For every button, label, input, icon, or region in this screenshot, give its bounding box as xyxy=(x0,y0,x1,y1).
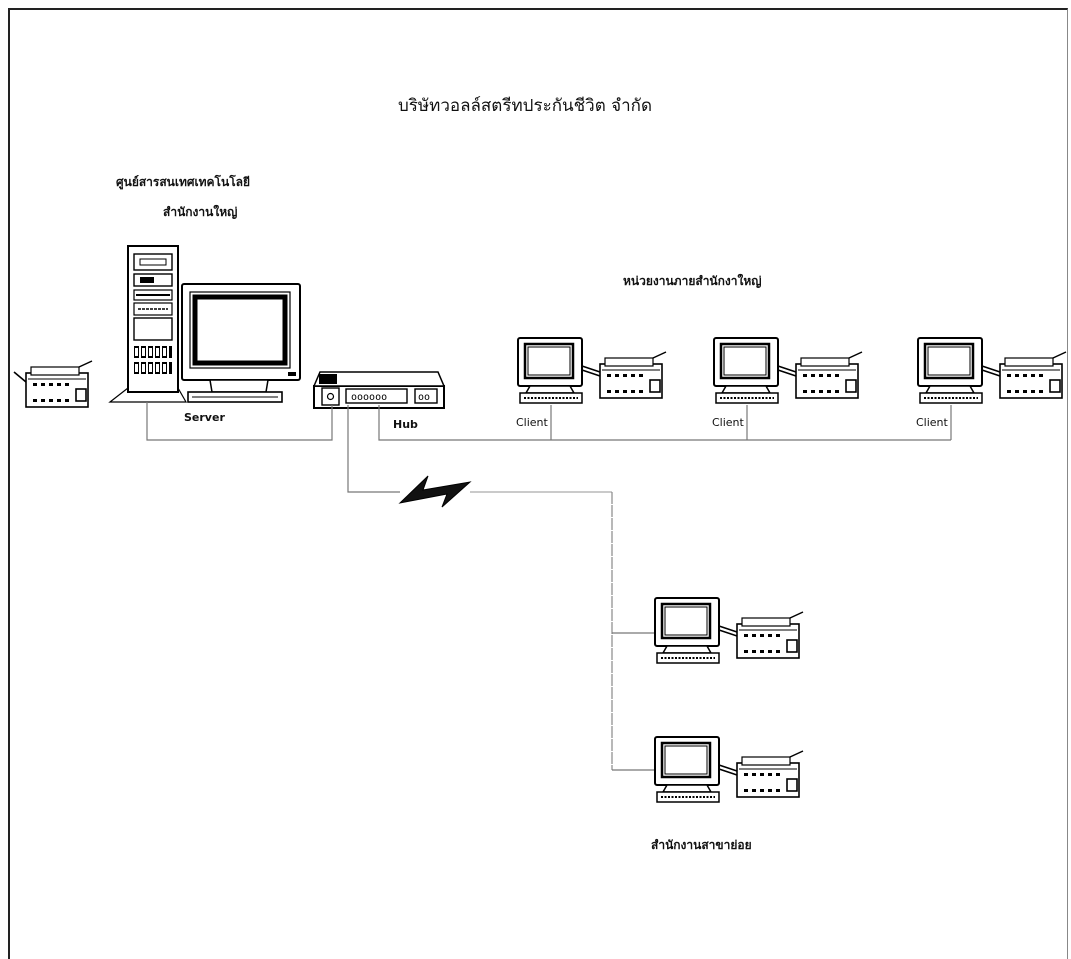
server-monitor xyxy=(182,284,300,402)
client-label-3: Client xyxy=(916,416,948,429)
hq-printer xyxy=(14,361,92,407)
hq-office-label: สำนักงานใหญ่ xyxy=(163,203,237,222)
company-title: บริษัทวอลล์สตรีทประกันชีวิต จำกัด xyxy=(398,92,652,119)
client-station-2 xyxy=(714,338,862,403)
client-station-3 xyxy=(918,338,1066,403)
hq-dept-label: ศูนย์สารสนเทศเทคโนโลยี xyxy=(116,173,250,192)
hub-label: Hub xyxy=(393,418,418,431)
server-tower xyxy=(110,246,186,402)
client-label-2: Client xyxy=(712,416,744,429)
branch-station-2 xyxy=(655,737,803,802)
server-label: Server xyxy=(184,411,225,424)
branch-station-1 xyxy=(655,598,803,663)
client-station-1 xyxy=(518,338,666,403)
hub-uplink-ports: oo xyxy=(418,392,430,403)
branch-office-label: สำนักงานสาขาย่อย xyxy=(651,836,752,855)
hq-units-label: หน่วยงานภายสำนักงาใหญ่ xyxy=(623,272,762,291)
client-label-1: Client xyxy=(516,416,548,429)
network-cabling xyxy=(147,402,951,770)
hub-ports: oooooo xyxy=(351,392,387,403)
wan-link-icon xyxy=(400,476,470,507)
